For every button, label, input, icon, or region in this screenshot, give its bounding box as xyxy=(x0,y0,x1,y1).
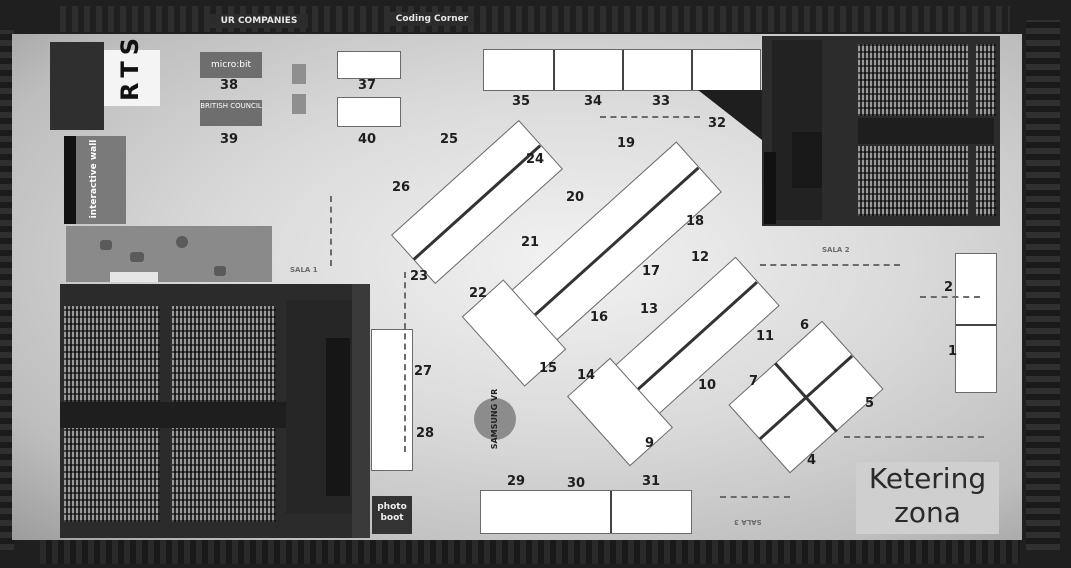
ketering-label: Ketering zona xyxy=(868,462,987,529)
hall-1-seating xyxy=(64,428,160,522)
booth-12-number: 12 xyxy=(691,250,710,265)
walkway-line xyxy=(844,436,984,438)
booth-38-number: 38 xyxy=(220,78,239,93)
booth-21-number: 21 xyxy=(521,235,540,250)
hall-2-seating xyxy=(976,44,996,116)
booth-9-number: 9 xyxy=(645,436,655,451)
pillar xyxy=(292,64,306,84)
lounge-seat xyxy=(176,236,188,248)
bottom-wall-texture xyxy=(40,540,1020,564)
walkway-line xyxy=(920,296,980,298)
booth-29-number: 29 xyxy=(507,474,526,489)
walkway-line xyxy=(600,116,700,118)
hall-2-seating xyxy=(858,44,968,116)
storage-block xyxy=(50,42,104,130)
lounge-seat xyxy=(214,266,226,276)
booth-19-number: 19 xyxy=(617,136,636,151)
samsung-vr-circle[interactable] xyxy=(474,398,516,440)
walkway-line xyxy=(720,496,790,498)
booth-23-number: 23 xyxy=(410,269,429,284)
booth-17-number: 17 xyxy=(642,264,661,279)
microbit-logo: micro:bit xyxy=(200,52,262,78)
british-council-logo: BRITISH COUNCIL xyxy=(200,100,262,126)
booth-37[interactable] xyxy=(338,52,400,78)
divider xyxy=(956,324,996,326)
booth-18-number: 18 xyxy=(686,214,705,229)
pillar xyxy=(292,94,306,114)
sign-coding-corner: Coding Corner xyxy=(390,12,474,26)
booth-37-number: 37 xyxy=(358,78,377,93)
booth-40[interactable] xyxy=(338,98,400,126)
booth-6-number: 6 xyxy=(800,318,810,333)
divider xyxy=(691,50,693,90)
sala-3-label: SALA 3 xyxy=(734,518,762,526)
booth-row-bottom[interactable] xyxy=(481,491,691,533)
interactive-wall-label: interactive wall xyxy=(89,139,99,219)
hall-1-seating xyxy=(172,428,276,522)
booth-22-number: 22 xyxy=(469,286,488,301)
hall-1-seating xyxy=(64,306,160,402)
samsung-vr-label: SAMSUNG VR xyxy=(490,388,499,450)
booth-10-number: 10 xyxy=(698,378,717,393)
sala-1-label: SALA 1 xyxy=(290,266,318,274)
booth-14-number: 14 xyxy=(577,368,596,383)
booth-1-number: 1 xyxy=(948,344,958,359)
hall-1-podium xyxy=(326,338,350,496)
booth-1-2[interactable] xyxy=(956,254,996,392)
booth-40-number: 40 xyxy=(358,132,377,147)
booth-35-number: 35 xyxy=(512,94,531,109)
booth-30-number: 30 xyxy=(567,476,586,491)
booth-34-number: 34 xyxy=(584,94,603,109)
booth-7-number: 7 xyxy=(749,374,759,389)
lounge-table xyxy=(110,272,158,282)
right-wall-texture xyxy=(1026,20,1060,550)
hall-2-podium xyxy=(792,132,822,188)
divider xyxy=(622,50,624,90)
lounge-seat xyxy=(130,252,144,262)
booth-28-number: 28 xyxy=(416,426,435,441)
booth-15-number: 15 xyxy=(539,361,558,376)
ketering-zone[interactable] xyxy=(856,462,999,534)
hall-1-side-wall xyxy=(352,284,370,538)
booth-11-number: 11 xyxy=(756,329,775,344)
walkway-line xyxy=(330,196,332,266)
booth-13-number: 13 xyxy=(640,302,659,317)
hall-1-aisle xyxy=(60,402,290,428)
booth-33-number: 33 xyxy=(652,94,671,109)
booth-27-28[interactable] xyxy=(372,330,412,470)
lounge-area xyxy=(66,226,272,282)
sala-2-label: SALA 2 xyxy=(822,246,850,254)
hall-2-seating xyxy=(858,146,968,216)
rts-stand[interactable] xyxy=(104,50,160,106)
hall-2-seating xyxy=(976,146,996,216)
booth-25-number: 25 xyxy=(440,132,459,147)
left-wall-texture xyxy=(0,30,14,550)
booth-31-number: 31 xyxy=(642,474,661,489)
sign-ur-companies: UR COMPANIES xyxy=(210,14,308,28)
photo-boot[interactable]: photo boot xyxy=(372,496,412,534)
booth-24-number: 24 xyxy=(526,152,545,167)
booth-32-number: 32 xyxy=(708,116,727,131)
top-wall-texture xyxy=(60,6,1010,32)
booth-2-number: 2 xyxy=(944,280,954,295)
booth-4-number: 4 xyxy=(807,453,817,468)
booth-27-number: 27 xyxy=(414,364,433,379)
booth-26-number: 26 xyxy=(392,180,411,195)
booth-20-number: 20 xyxy=(566,190,585,205)
hall-1-seating xyxy=(172,306,276,402)
interactive-wall-edge xyxy=(64,136,76,224)
rts-label: RTS xyxy=(116,31,144,101)
divider xyxy=(610,491,612,533)
lounge-seat xyxy=(100,240,112,250)
hall-2-door xyxy=(764,152,776,224)
divider xyxy=(553,50,555,90)
booth-5-number: 5 xyxy=(865,396,875,411)
walkway-line xyxy=(404,272,406,452)
walkway-line xyxy=(760,264,900,266)
booth-39-number: 39 xyxy=(220,132,239,147)
booth-16-number: 16 xyxy=(590,310,609,325)
hall-2-stage xyxy=(772,40,822,220)
hall-2-aisle xyxy=(858,118,994,144)
